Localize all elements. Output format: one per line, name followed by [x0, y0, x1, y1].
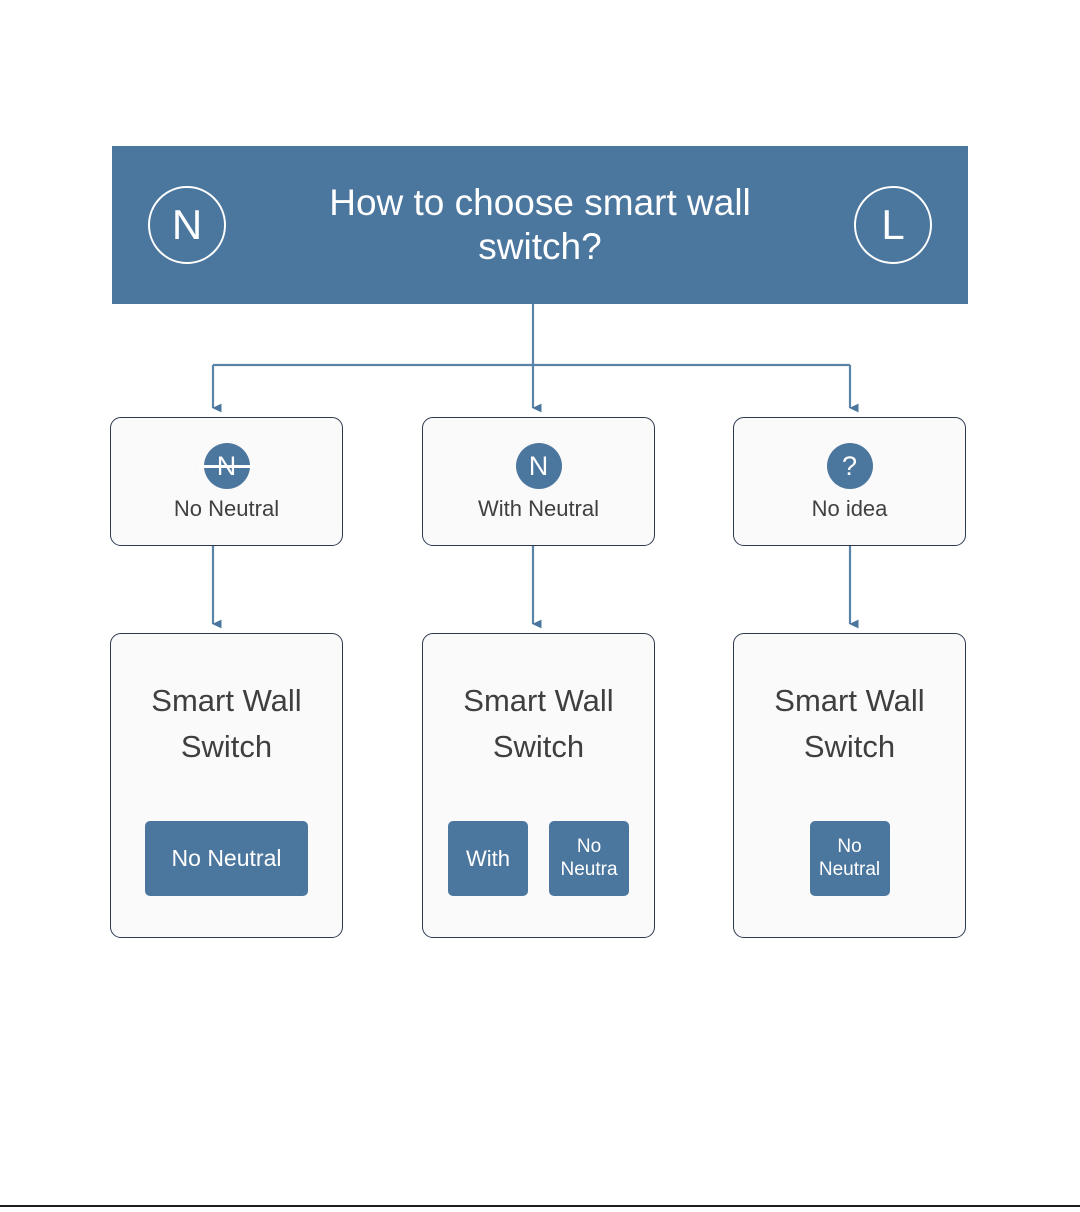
choice-label: No Neutral [173, 496, 280, 521]
product-tag[interactable]: No Neutral [809, 821, 890, 896]
neutral-wire-letter: N [171, 201, 203, 248]
with-neutral-badge-icon: N [515, 443, 562, 489]
header-banner: N How to choose smart wall switch? L [112, 146, 968, 304]
choice-node-no-idea[interactable]: ? No idea [733, 417, 966, 546]
page-title: How to choose smart wall switch? [329, 182, 751, 267]
product-node-with-neutral[interactable]: Smart Wall Switch With No Neutra [422, 633, 655, 938]
product-title: Smart Wall Switch [463, 683, 614, 764]
tag-row: With No Neutra [423, 821, 654, 896]
product-node-no-idea[interactable]: Smart Wall Switch No Neutral [733, 633, 966, 938]
no-neutral-badge-icon: N [198, 443, 255, 489]
bottom-divider [0, 1205, 1080, 1207]
live-wire-icon: L [854, 186, 932, 264]
badge-letter: ? [841, 450, 858, 481]
product-tag[interactable]: No Neutral [145, 821, 308, 896]
strikethrough-line [198, 465, 255, 468]
product-tag[interactable]: No Neutra [549, 821, 629, 896]
product-title: Smart Wall Switch [151, 683, 302, 764]
live-wire-letter: L [881, 201, 905, 248]
choice-node-no-neutral[interactable]: N No Neutral [110, 417, 343, 546]
choice-label: With Neutral [477, 496, 600, 521]
tag-row: No Neutral [734, 821, 965, 896]
question-mark-icon: ? [826, 443, 873, 489]
product-tag[interactable]: With [448, 821, 528, 896]
product-title: Smart Wall Switch [774, 683, 925, 764]
badge-letter: N [528, 450, 549, 481]
neutral-wire-icon: N [148, 186, 226, 264]
product-node-no-neutral[interactable]: Smart Wall Switch No Neutral [110, 633, 343, 938]
choice-node-with-neutral[interactable]: N With Neutral [422, 417, 655, 546]
choice-label: No idea [811, 496, 888, 521]
tag-row: No Neutral [111, 821, 342, 896]
